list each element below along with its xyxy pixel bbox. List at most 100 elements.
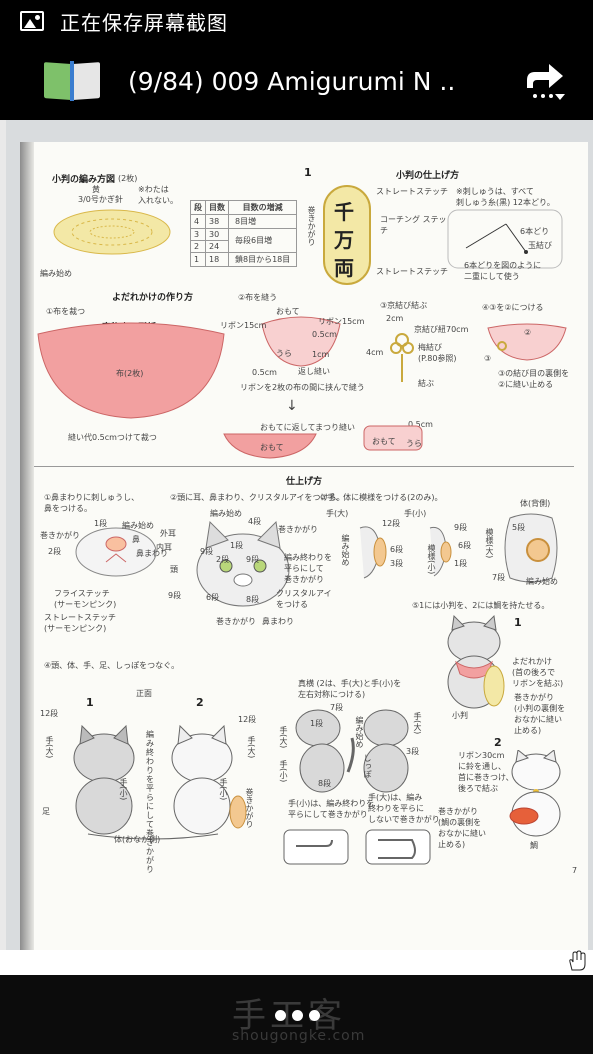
- bib2-label-back: うら: [276, 349, 292, 358]
- f3-label-row3: 3段: [390, 559, 404, 568]
- f3-label-start: 編み始め: [341, 534, 350, 566]
- koban-char-3: 両: [334, 256, 354, 280]
- viewer-bottom-edge: [0, 950, 593, 975]
- bib-step-4: ④③を②につける: [482, 303, 544, 312]
- bib4-label-3: ③: [484, 354, 492, 363]
- f4-label-2: 2: [196, 696, 204, 709]
- share-icon[interactable]: [521, 58, 567, 104]
- bib2-label-margin: 0.5cm: [312, 330, 337, 339]
- koban-illustration: [323, 185, 371, 285]
- f1-label-around-nose: 鼻まわり: [136, 549, 168, 558]
- f2-label-eyes: クリスタルアイ をつける: [276, 589, 332, 609]
- bib-return-label: おもてに返してまつり縫い: [260, 423, 356, 432]
- hand-tool-icon[interactable]: [566, 950, 588, 972]
- bib2-label-front: おもて: [276, 307, 300, 316]
- f4-label-whip: 巻きかがり: [245, 788, 254, 828]
- f3-label-start2: 編み始め: [526, 577, 558, 586]
- finish-step-1: ①鼻まわりに刺しゅうし、 鼻をつける。: [44, 493, 140, 513]
- body-back-diagram: [504, 513, 558, 583]
- f1-label-straight: ストレートステッチ (サーモンピンク): [44, 613, 116, 633]
- document-viewer[interactable]: 小判の編み方図 (2枚) 黄 3/0号かぎ針 ※わたは 入れない。 編み始め 段…: [0, 120, 593, 975]
- f2-label-row2: 2段: [216, 555, 230, 564]
- document-title[interactable]: (9/84) 009 Amigurumi N ..: [128, 66, 456, 96]
- bib2-label-ribbon-right: リボン15cm: [318, 317, 365, 326]
- side-label-hand-large-a: 手(大): [279, 726, 288, 749]
- bib3-label-cord: 京結び紐70cm: [414, 325, 469, 334]
- f1-label-nose: 鼻: [132, 535, 140, 544]
- bib-detail-front: おもて: [372, 437, 396, 446]
- watermark-brand: 手工客: [232, 996, 346, 1036]
- stitch-table: 段 目数 目数の増減 4 38 8目増 3 30 毎段6目増 2 24: [190, 200, 298, 267]
- scanned-page: 小判の編み方図 (2枚) 黄 3/0号かぎ針 ※わたは 入れない。 編み始め 段…: [6, 120, 593, 975]
- more-options-button[interactable]: [275, 1010, 320, 1021]
- dot-icon: [292, 1010, 303, 1021]
- watermark-url: shougongke.com: [232, 1028, 366, 1044]
- koban-char-2: 万: [334, 228, 354, 252]
- f3-label-row1: 1段: [454, 559, 468, 568]
- f4-label-flatten: 編み終わりを平らにして巻きかがり: [146, 730, 154, 874]
- head-diagram: [196, 520, 290, 607]
- side-view-title: 真横 (2は、手(大)と手(小)を 左右対称につける): [298, 679, 402, 699]
- f4-label-body-front: 体(おなか側): [114, 835, 161, 844]
- f3-label-hand-large: 手(大): [326, 509, 349, 518]
- f4-label-hand-small-b: 手(小): [219, 778, 228, 801]
- bib-sew-diagram: [261, 316, 341, 367]
- cat-2-whip-note: 巻きかがり (鯛の裏側を おなかに縫い 止める): [438, 807, 486, 849]
- f4-label-hand-large-b: 手(大): [247, 736, 256, 759]
- bib4-label-note: ③の結び目の裏側を ②に縫い止める: [498, 369, 570, 389]
- f2-label-inner-ear: 内耳: [156, 543, 172, 552]
- cats-front-diagram: [73, 724, 247, 840]
- f2-label-flatten: 編み終わりを 平らにして 巻きかがり: [284, 553, 332, 584]
- koban-pattern-count: (2枚): [118, 174, 138, 183]
- hook-size: 3/0号かぎ針: [78, 195, 123, 204]
- koban-finish-number: 1: [304, 166, 312, 179]
- bib-finished-front: おもて: [260, 443, 284, 452]
- bib-title: よだれかけの作り方: [112, 293, 194, 303]
- bib-finished-margin: 0.5cm: [408, 420, 433, 429]
- bib-finished-diagram: [223, 433, 317, 459]
- bib3-label-2cm: 2cm: [386, 314, 404, 323]
- f2-label-start: 編み始め: [210, 509, 242, 518]
- bib2-label-margin2: 0.5cm: [252, 368, 277, 377]
- koban-char-1: 千: [334, 200, 354, 224]
- bib-detail-diagram: [363, 425, 423, 451]
- cat-1-whip-note: 巻きかがり (小判の裏側を おなかに縫い 止める): [514, 693, 566, 735]
- book-icon[interactable]: [44, 61, 100, 101]
- side-label-row3: 3段: [406, 747, 420, 756]
- needle-label-6-strand: 6本どり: [520, 227, 550, 236]
- page: 小判の編み方図 (2枚) 黄 3/0号かぎ針 ※わたは 入れない。 編み始め 段…: [20, 142, 588, 975]
- f4-label-hand-small-a: 手(小): [119, 778, 128, 801]
- bottom-note-large-hand: 手(大)は、編み 終わりを平らに しないで巻きかがり: [368, 793, 440, 824]
- koban-label-whip: 巻きかがり: [307, 206, 316, 246]
- bib4-label-2: ②: [524, 328, 532, 337]
- finish-step-4: ④頭、体、手、足、しっぽをつなぐ。: [44, 661, 180, 670]
- f2-label-head: 頭: [170, 565, 178, 574]
- needle-label-note: 6本どりを図のように 二重にして使う: [464, 261, 542, 281]
- arm-pattern-diagram: [359, 526, 452, 579]
- bib-step-3: ③京結び結ぶ: [380, 301, 428, 310]
- merged-increase-note: 毎段6目増: [227, 228, 298, 253]
- bib-step-2: ②布を縫う: [238, 293, 278, 302]
- f2-label-whip: 巻きかがり: [278, 525, 318, 534]
- bib2-label-note: リボンを2枚の布の間に挟んで縫う: [240, 383, 365, 392]
- stuffing-note: ※わたは 入れない。: [138, 185, 178, 205]
- page-number: 7: [572, 866, 578, 875]
- f4-label-row12a: 12段: [40, 709, 59, 718]
- koban-pattern-diagram: [53, 209, 171, 255]
- bib2-label-ribbon-left: リボン15cm: [220, 321, 267, 330]
- bib-template-shape: [37, 322, 225, 419]
- status-notification-text: 正在保存屏幕截图: [60, 10, 228, 35]
- koban-label-straight-bottom: ストレートステッチ: [376, 267, 448, 276]
- hand-finish-diagram: [283, 829, 431, 865]
- f3-label-row6b: 6段: [458, 541, 472, 550]
- f3-label-pattern-small: 模様(小): [427, 544, 436, 575]
- f2-label-row8: 8段: [246, 595, 260, 604]
- f3-label-row12: 12段: [382, 519, 401, 528]
- f2-label-row9c: 9段: [168, 591, 182, 600]
- bib-detail-back: うら: [406, 439, 422, 448]
- side-label-row1: 1段: [310, 719, 324, 728]
- embroidery-note: ※刺しゅうは、すべて 刺しゅう糸(黒) 12本どり。: [456, 187, 555, 207]
- finish-title: 仕上げ方: [286, 477, 323, 487]
- section-divider: [34, 466, 574, 467]
- yarn-color: 黄: [92, 185, 100, 194]
